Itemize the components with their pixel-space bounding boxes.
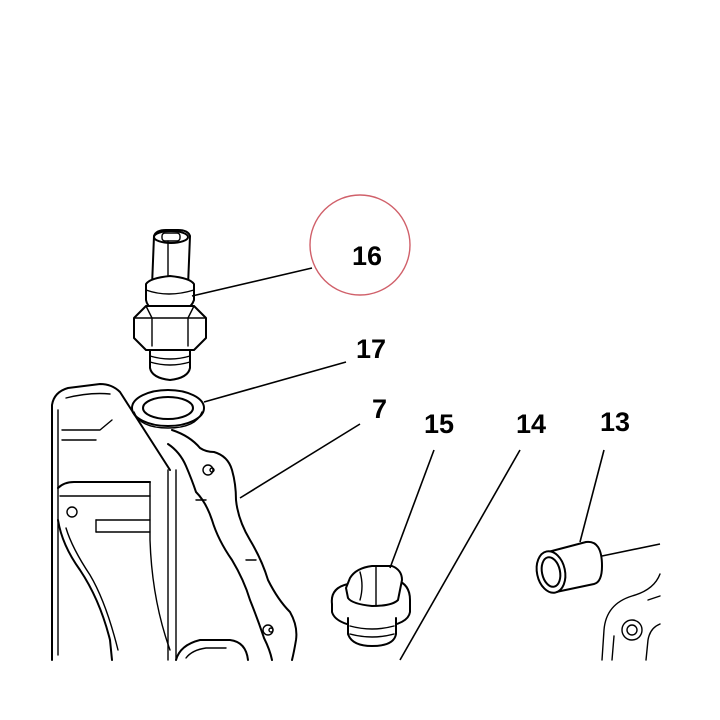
- plug-part: [330, 565, 411, 647]
- leader-16: [191, 267, 313, 297]
- sealing-washer-part: [131, 389, 205, 429]
- part-label-17: 17: [356, 334, 386, 364]
- part-label-14: 14: [516, 409, 546, 439]
- leader-13: [579, 449, 605, 543]
- leader-13-right: [601, 543, 661, 557]
- part-label-16: 16: [352, 241, 382, 271]
- leader-14: [399, 449, 521, 661]
- part-label-13: 13: [600, 407, 630, 437]
- leader-17: [203, 361, 347, 403]
- leader-7: [239, 423, 361, 499]
- gasket: [167, 429, 298, 661]
- leader-lines: [191, 267, 661, 661]
- part-label-15: 15: [424, 409, 454, 439]
- sensor-switch-part: [133, 229, 207, 381]
- housing-outline: [51, 383, 249, 661]
- dowel-sleeve-part: [535, 540, 603, 594]
- right-casing-fragment: [601, 573, 661, 661]
- highlight-circle: [309, 194, 411, 296]
- part-label-7: 7: [372, 394, 387, 424]
- leader-15: [389, 449, 435, 569]
- part-labels: 16 17 7 15 14 13: [352, 241, 630, 439]
